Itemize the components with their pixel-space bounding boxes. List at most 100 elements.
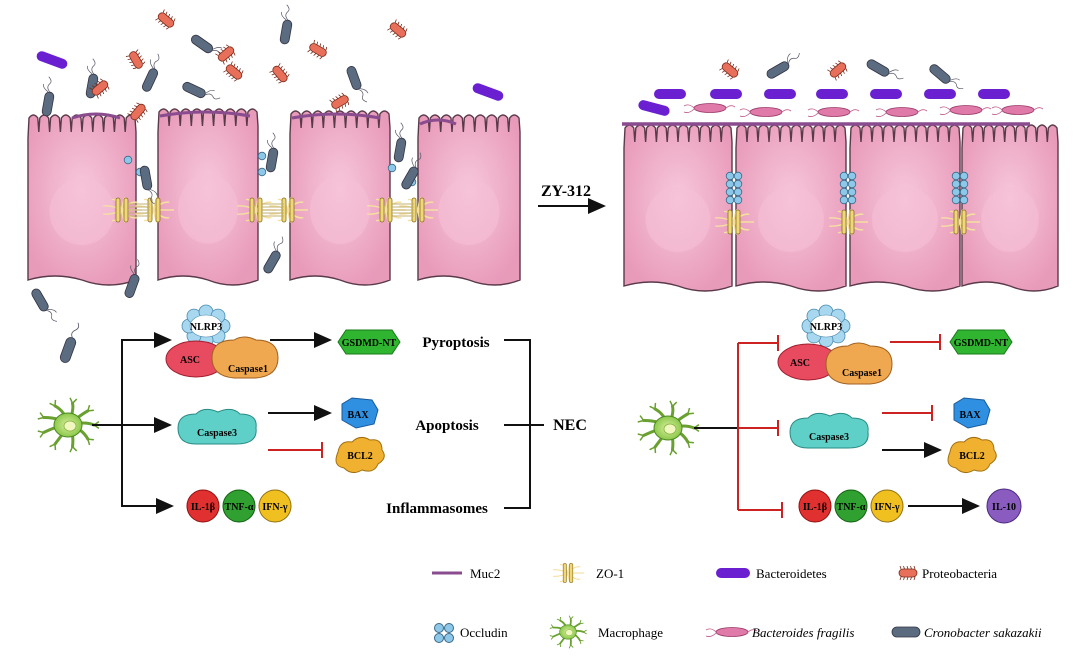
nlrp3-label: NLRP3 — [190, 322, 222, 333]
bacteroides-fragilis-icon — [875, 107, 928, 117]
occludin-icon — [951, 171, 969, 189]
arrow-to-cytokines — [121, 425, 174, 514]
macrophage-icon — [637, 400, 700, 456]
il1b-label: IL-1β — [191, 502, 215, 513]
occludin-icon — [725, 187, 743, 205]
zo-1-junction — [552, 562, 585, 584]
arrow-to-inflammasome — [121, 332, 172, 425]
cronobacter-sakazakii-icon — [393, 122, 407, 163]
ifng-label: IFN-γ — [262, 502, 288, 513]
left-bacteria — [31, 4, 504, 322]
right-bacteria — [638, 52, 1044, 117]
bacteroidetes-icon — [638, 100, 670, 116]
proteobacteria-icon — [269, 63, 290, 84]
cronobacter-sakazakii-icon — [263, 236, 284, 274]
bacteroidetes-icon — [472, 83, 504, 101]
cronobacter-sakazakii-icon — [766, 52, 800, 79]
bacteroidetes-icon — [924, 89, 956, 99]
apoptosis-label: Apoptosis — [415, 418, 479, 434]
gsdmd-nt-badge: GSDMD-NT — [337, 329, 401, 355]
pyroptosis-label: Pyroptosis — [422, 335, 489, 351]
bacteroides-fragilis-icon — [705, 627, 758, 637]
proteobacteria-icon — [215, 44, 236, 65]
ifng-label: IFN-γ — [874, 502, 900, 513]
muc2-layer — [159, 110, 251, 118]
epithelial-cell — [961, 124, 1059, 292]
inhibit-bax-line — [882, 405, 933, 421]
treatment-label: ZY-312 — [541, 183, 591, 200]
inhibit-bcl2-line — [268, 442, 323, 458]
cronobacter-sakazakii-icon — [139, 165, 158, 205]
proteobacteria-icon — [307, 39, 328, 60]
right-pathway: NLRP3 ASC Caspase1 GSDMD-NT Caspase3 BAX — [637, 304, 1022, 524]
bacteroides-fragilis-icon — [739, 107, 792, 117]
occludin-icon — [434, 623, 454, 643]
il10-circle: IL-10 — [986, 488, 1022, 524]
bacteroidetes-icon — [816, 89, 848, 99]
legend-bfragilis-label: Bacteroides fragilis — [752, 625, 854, 640]
legend-item-bfragilis: Bacteroides fragilis — [705, 625, 854, 640]
bax-label: BAX — [347, 410, 369, 421]
cronobacter-sakazakii-icon — [279, 4, 293, 45]
cronobacter-sakazakii-icon — [891, 626, 921, 638]
il1b-circle: IL-1β — [798, 489, 832, 523]
bax-badge: BAX — [341, 397, 379, 429]
zo-1-junction — [715, 209, 754, 235]
proteobacteria-icon — [223, 61, 244, 82]
tnfa-label: TNF-α — [225, 502, 254, 513]
bacteroides-fragilis-icon — [705, 627, 758, 637]
bacteroidetes-icon — [978, 89, 1010, 99]
bacteroides-fragilis-icon — [939, 105, 992, 115]
nec-bracket — [504, 339, 544, 509]
cronobacter-sakazakii-icon — [124, 259, 140, 298]
tnfa-circle: TNF-α — [834, 489, 868, 523]
cronobacter-sakazakii-icon — [182, 81, 221, 100]
inhibit-cytokines-line — [738, 502, 783, 518]
legend-occludin-label: Occludin — [460, 625, 508, 640]
tnfa-label: TNF-α — [837, 502, 866, 513]
zo1-icon — [552, 562, 585, 584]
cronobacter-sakazakii-icon — [866, 59, 904, 80]
cronobacter-sakazakii-icon — [59, 322, 80, 363]
legend-muc2-label: Muc2 — [470, 566, 500, 581]
cronobacter-sakazakii-icon — [346, 66, 369, 103]
muc2-layer — [291, 112, 381, 120]
proteobacteria-icon — [329, 92, 350, 113]
il10-label: IL-10 — [992, 502, 1016, 513]
legend-item-zo1: ZO-1 — [552, 562, 624, 584]
cronobacter-sakazakii-icon — [31, 288, 58, 322]
occludin-dot — [387, 163, 397, 173]
epithelial-cell — [735, 124, 847, 292]
occludin-dot — [257, 167, 267, 177]
occludin-icon — [839, 171, 857, 189]
occludin-icon — [951, 187, 969, 205]
proteobacteria-icon — [127, 102, 148, 123]
nec-label: NEC — [553, 417, 587, 434]
epithelial-cell — [623, 124, 733, 292]
caspase1-label: Caspase1 — [842, 368, 882, 379]
proteobacteria-icon — [827, 60, 848, 81]
bax-label: BAX — [959, 410, 981, 421]
legend-zo1-label: ZO-1 — [596, 566, 624, 581]
epithelial-cell — [27, 114, 137, 286]
il1b-label: IL-1β — [803, 502, 827, 513]
gsdmd-nt-badge: GSDMD-NT — [949, 329, 1013, 355]
bcl2-label: BCL2 — [959, 451, 985, 462]
proteobacteria-icon — [89, 78, 110, 99]
legend: Muc2 ZO-1 Bacteroidetes Proteobacteria O… — [432, 562, 1042, 649]
occludin-icon — [839, 187, 857, 205]
cronobacter-sakazakii-icon — [265, 132, 279, 173]
macrophage-icon — [549, 615, 587, 649]
nlrp3-complex: NLRP3 ASC Caspase1 — [777, 304, 893, 385]
caspase1-label: Caspase1 — [228, 364, 268, 375]
macrophage-icon — [37, 397, 100, 453]
legend-item-muc2: Muc2 — [432, 566, 500, 581]
occludin-dot — [123, 155, 133, 165]
muc2-layer — [419, 118, 457, 126]
legend-item-macrophage: Macrophage — [549, 615, 663, 649]
asc-label: ASC — [180, 355, 200, 366]
legend-item-occludin: Occludin — [434, 623, 508, 643]
caspase3-label: Caspase3 — [809, 432, 849, 443]
inhibit-caspase3-line — [738, 420, 779, 436]
treatment-arrow: ZY-312 — [538, 183, 606, 214]
